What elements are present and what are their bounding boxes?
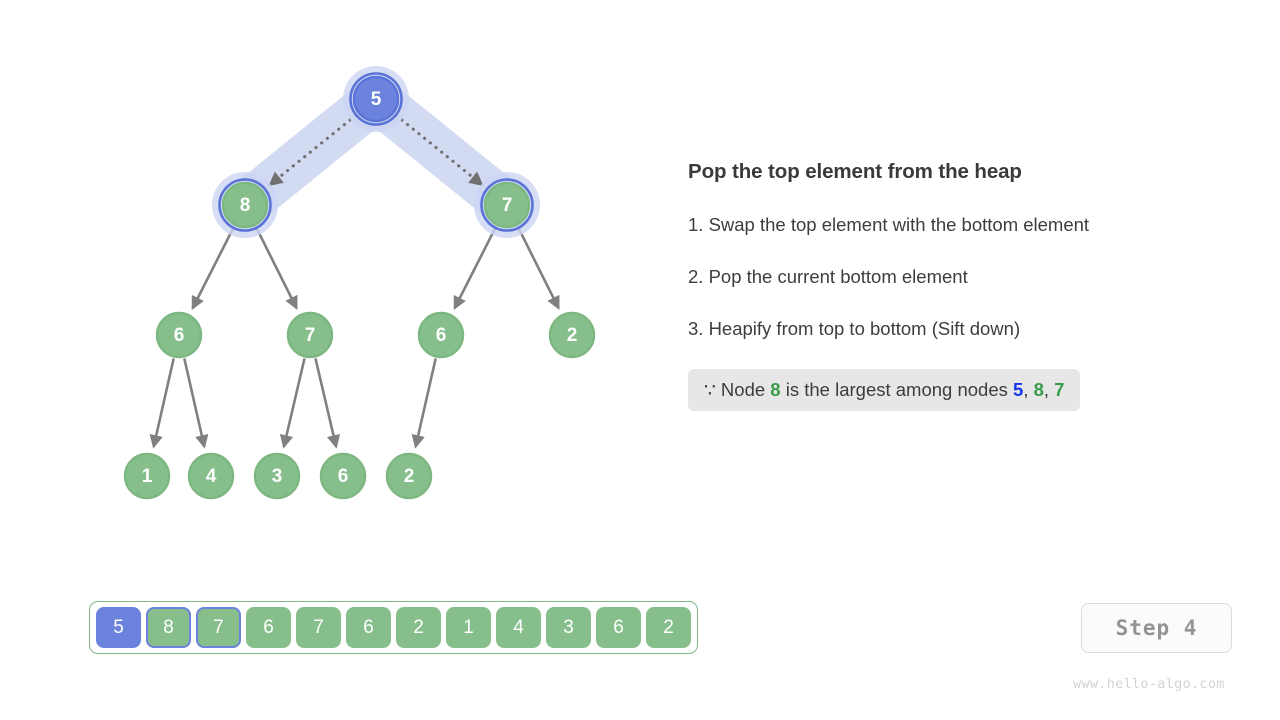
node-selection-ring bbox=[349, 72, 403, 126]
node-circle bbox=[319, 452, 367, 500]
tree-edge bbox=[411, 358, 437, 449]
array-cell: 5 bbox=[96, 607, 141, 648]
node-label: 6 bbox=[174, 325, 185, 346]
node-label: 8 bbox=[240, 195, 251, 216]
tree-node: 4 bbox=[187, 452, 235, 500]
note-subject-node: 8 bbox=[770, 378, 781, 400]
node-label: 2 bbox=[404, 466, 415, 487]
node-circle bbox=[155, 311, 203, 359]
tree-edges bbox=[149, 225, 560, 449]
note-operand-0: 5 bbox=[1013, 378, 1024, 400]
tree-edge bbox=[279, 358, 306, 449]
instruction-step-1: 1. Swap the top element with the bottom … bbox=[688, 213, 1090, 235]
node-label: 3 bbox=[272, 466, 283, 487]
heap-tree-diagram: 5 8 7 6 7 6 2 1 4 3 6 2 bbox=[123, 66, 596, 500]
note-operand-1: 8 bbox=[1033, 378, 1044, 400]
array-cell: 1 bbox=[446, 607, 491, 648]
array-cell: 6 bbox=[246, 607, 291, 648]
array-cell: 2 bbox=[396, 607, 441, 648]
note-separator: , bbox=[1023, 378, 1034, 400]
step-badge: Step 4 bbox=[1081, 603, 1232, 653]
node-circle bbox=[187, 452, 235, 500]
instruction-step-2: 2. Pop the current bottom element bbox=[688, 265, 968, 287]
tree-node: 7 bbox=[474, 172, 540, 238]
note-text-middle: is the largest among nodes bbox=[780, 378, 1014, 400]
note-operand-2: 7 bbox=[1054, 378, 1065, 400]
tree-edge bbox=[149, 358, 175, 449]
tree-edge bbox=[453, 225, 498, 310]
array-cell: 3 bbox=[546, 607, 591, 648]
explanation-panel: Pop the top element from the heap 1. Swa… bbox=[688, 160, 1228, 412]
instruction-step-3: 3. Heapify from top to bottom (Sift down… bbox=[688, 317, 1021, 339]
array-cell: 4 bbox=[496, 607, 541, 648]
node-label: 2 bbox=[567, 325, 578, 346]
node-label: 5 bbox=[371, 89, 382, 110]
watermark: www.hello-algo.com bbox=[1073, 676, 1225, 692]
tree-node: 2 bbox=[548, 311, 596, 359]
node-circle bbox=[352, 75, 400, 123]
node-circle bbox=[548, 311, 596, 359]
array-cell: 7 bbox=[196, 607, 241, 648]
tree-node: 6 bbox=[417, 311, 465, 359]
array-cell: 2 bbox=[646, 607, 691, 648]
node-label: 6 bbox=[338, 466, 349, 487]
note-text-before: Node bbox=[715, 378, 771, 400]
array-cell: 8 bbox=[146, 607, 191, 648]
node-circle bbox=[286, 311, 334, 359]
tree-node: 1 bbox=[123, 452, 171, 500]
tree-edge bbox=[183, 358, 209, 449]
page-title: Pop the top element from the heap bbox=[688, 160, 1022, 183]
tree-node: 5 bbox=[343, 66, 409, 132]
node-label: 7 bbox=[502, 195, 513, 216]
note-operand-list: 5, 8, 7 bbox=[1013, 379, 1064, 400]
tree-node: 2 bbox=[385, 452, 433, 500]
tree-edge bbox=[314, 358, 341, 449]
tree-node: 7 bbox=[286, 311, 334, 359]
node-circle bbox=[253, 452, 301, 500]
node-selection-ring bbox=[218, 178, 272, 232]
node-label: 7 bbox=[305, 325, 316, 346]
reason-note: ∵ Node 8 is the largest among nodes 5, 8… bbox=[688, 368, 1081, 412]
note-separator: , bbox=[1043, 378, 1055, 400]
tree-edge bbox=[191, 225, 236, 310]
tree-node: 8 bbox=[212, 172, 278, 238]
tree-edge bbox=[516, 225, 560, 310]
tree-node: 6 bbox=[319, 452, 367, 500]
node-circle bbox=[483, 181, 531, 229]
node-selection-ring bbox=[480, 178, 534, 232]
tree-node: 6 bbox=[155, 311, 203, 359]
tree-nodes: 5 8 7 6 7 6 2 1 4 3 6 2 bbox=[123, 66, 596, 500]
array-cell: 6 bbox=[346, 607, 391, 648]
tree-node: 3 bbox=[253, 452, 301, 500]
node-circle bbox=[123, 452, 171, 500]
node-circle bbox=[221, 181, 269, 229]
array-cell: 7 bbox=[296, 607, 341, 648]
node-label: 1 bbox=[142, 466, 153, 487]
node-circle bbox=[417, 311, 465, 359]
node-circle bbox=[385, 452, 433, 500]
array-cell: 6 bbox=[596, 607, 641, 648]
tree-edge bbox=[254, 225, 298, 310]
node-label: 6 bbox=[436, 325, 447, 346]
because-symbol: ∵ bbox=[704, 378, 716, 400]
node-label: 4 bbox=[206, 466, 217, 487]
